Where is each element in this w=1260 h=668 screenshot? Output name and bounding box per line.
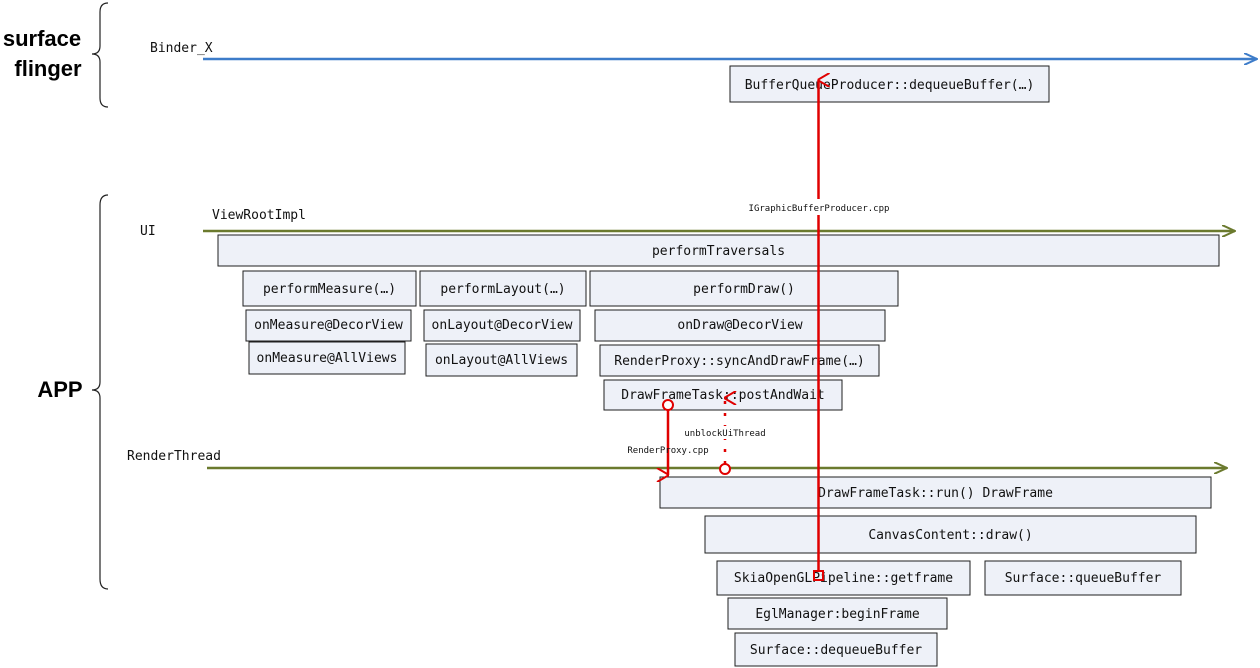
box-dequeue-producer: BufferQueueProducer::dequeueBuffer(…) [729, 65, 1050, 103]
thread-label-binder: Binder_X [150, 41, 213, 56]
svg-text:DrawFrameTask::postAndWait: DrawFrameTask::postAndWait [621, 388, 825, 403]
box-on-measure-all: onMeasure@AllViews [248, 341, 406, 375]
svg-text:performMeasure(…): performMeasure(…) [263, 282, 396, 297]
thread-label-renderthread: RenderThread [127, 449, 221, 464]
igbp-label-bg [748, 199, 890, 215]
box-draw-frame-run: DrawFrameTask::run() DrawFrame [659, 476, 1212, 509]
box-render-proxy-sync: RenderProxy::syncAndDrawFrame(…) [599, 344, 880, 377]
unblock-start-circle [719, 463, 731, 475]
unblock-label-bg [682, 426, 768, 439]
svg-text:onMeasure@DecorView: onMeasure@DecorView [254, 318, 403, 333]
box-on-measure-decor: onMeasure@DecorView [245, 309, 412, 342]
svg-text:onDraw@DecorView: onDraw@DecorView [677, 318, 802, 333]
svg-text:EglManager:beginFrame: EglManager:beginFrame [755, 607, 920, 622]
box-surface-dequeue: Surface::dequeueBuffer [734, 632, 938, 667]
svg-text:BufferQueueProducer::dequeueBu: BufferQueueProducer::dequeueBuffer(…) [745, 78, 1035, 93]
box-perform-layout: performLayout(…) [419, 270, 587, 307]
svg-text:onMeasure@AllViews: onMeasure@AllViews [257, 351, 398, 366]
svg-text:onLayout@AllViews: onLayout@AllViews [435, 353, 568, 368]
box-egl-begin-frame: EglManager:beginFrame [727, 597, 948, 630]
svg-text:SkiaOpenGLPipeline::getframe: SkiaOpenGLPipeline::getframe [734, 571, 953, 586]
group-label-surface-line1: surface [3, 26, 81, 51]
box-on-layout-decor: onLayout@DecorView [423, 309, 581, 342]
thread-label-ui: UI [140, 224, 156, 239]
group-label-app: APP [37, 377, 82, 402]
box-on-draw-decor: onDraw@DecorView [594, 309, 886, 342]
post-start-circle [662, 399, 674, 411]
svg-text:Surface::queueBuffer: Surface::queueBuffer [1005, 571, 1162, 586]
box-skia-getframe: SkiaOpenGLPipeline::getframe [716, 560, 971, 596]
annotation-igbp: IGraphicBufferProducer.cpp [749, 204, 890, 214]
svg-text:Surface::dequeueBuffer: Surface::dequeueBuffer [750, 643, 922, 658]
svg-text:performTraversals: performTraversals [652, 244, 785, 259]
box-queue-buffer: Surface::queueBuffer [984, 560, 1182, 596]
svg-text:CanvasContent::draw(): CanvasContent::draw() [868, 528, 1032, 543]
app-brace [91, 194, 109, 590]
box-canvas-draw: CanvasContent::draw() [704, 515, 1197, 554]
svg-text:performLayout(…): performLayout(…) [440, 282, 565, 297]
thread-class-viewrootimpl: ViewRootImpl [212, 208, 306, 223]
svg-text:DrawFrameTask::run() DrawFra: DrawFrameTask::run() DrawFrame [818, 486, 1053, 501]
svg-text:performDraw(): performDraw() [693, 282, 795, 297]
box-on-layout-all: onLayout@AllViews [425, 343, 578, 377]
annotation-unblock-ui-thread: unblockUiThread [684, 429, 765, 439]
surface-flinger-brace [91, 2, 109, 108]
box-perform-measure: performMeasure(…) [242, 270, 417, 307]
group-label-surface-line2: flinger [14, 56, 82, 81]
box-post-and-wait: DrawFrameTask::postAndWait [603, 379, 843, 411]
box-perform-draw: performDraw() [589, 270, 899, 307]
svg-text:RenderProxy::syncAndDrawFrame(: RenderProxy::syncAndDrawFrame(…) [614, 354, 864, 369]
box-perform-traversals: performTraversals [217, 234, 1220, 267]
svg-text:onLayout@DecorView: onLayout@DecorView [432, 318, 573, 333]
annotation-render-proxy-cpp: RenderProxy.cpp [627, 446, 708, 456]
